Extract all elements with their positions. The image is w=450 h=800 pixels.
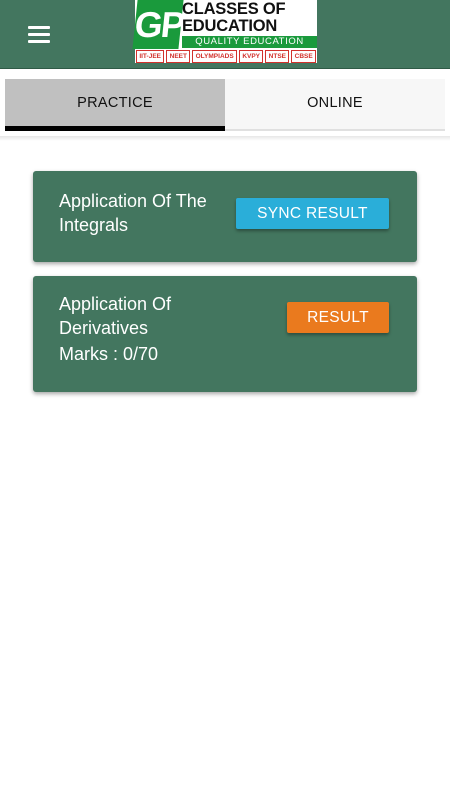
logo-gp-mark: GP — [132, 0, 185, 49]
menu-icon-bar — [28, 26, 50, 29]
test-marks: Marks : 0/70 — [59, 344, 159, 364]
menu-icon[interactable] — [26, 24, 54, 46]
menu-icon-bar — [28, 33, 50, 36]
logo-line-1: CLASSES OF — [182, 0, 286, 18]
logo-line-2: EDUCATION — [182, 17, 278, 35]
result-button[interactable]: RESULT — [287, 302, 389, 333]
logo-exam: NTSE — [265, 50, 290, 63]
menu-icon-bar — [28, 40, 50, 43]
logo-tagline: QUALITY EDUCATION — [182, 36, 317, 48]
test-card[interactable]: Application Of The Integrals SYNC RESULT — [33, 171, 417, 262]
test-title: Application Of Derivatives — [59, 294, 172, 338]
test-card[interactable]: Application Of Derivatives Marks : 0/70 … — [33, 276, 417, 392]
logo-exam: OLYMPIADS — [192, 50, 237, 63]
tab-online[interactable]: ONLINE — [225, 79, 445, 131]
tab-bar: PRACTICE ONLINE — [5, 79, 445, 131]
logo-exam: CBSE — [291, 50, 317, 63]
app-bar: GP CLASSES OF EDUCATION QUALITY EDUCATIO… — [0, 0, 450, 69]
brand-logo: GP CLASSES OF EDUCATION QUALITY EDUCATIO… — [132, 0, 317, 63]
sync-result-button[interactable]: SYNC RESULT — [236, 198, 389, 229]
test-title: Application Of The Integrals — [59, 191, 207, 235]
logo-exam: NEET — [166, 50, 191, 63]
tab-practice[interactable]: PRACTICE — [5, 79, 225, 131]
tab-bar-shadow — [0, 136, 450, 141]
logo-exam: IIT-JEE — [136, 50, 165, 63]
logo-exam-list: IIT-JEE NEET OLYMPIADS KVPY NTSE CBSE — [135, 50, 317, 63]
logo-exam: KVPY — [239, 50, 264, 63]
